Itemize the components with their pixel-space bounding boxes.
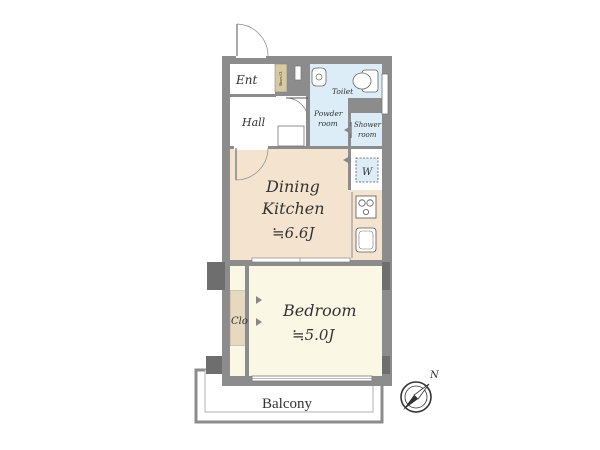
bedroom-area: ≒5.0J xyxy=(292,326,335,344)
vanity xyxy=(294,65,302,81)
bedroom-alcove xyxy=(230,266,248,290)
bedroom-floor xyxy=(248,266,382,376)
washer-area-door xyxy=(343,156,350,164)
bedroom-sliding-door xyxy=(251,257,351,263)
shoe-closet-label: Shoes Cl. xyxy=(278,71,283,86)
interior-walls xyxy=(230,64,382,376)
shower-room-floor xyxy=(350,112,382,146)
powder-room-floor xyxy=(310,98,350,146)
shower-room-label-1: Shower xyxy=(354,121,382,129)
powder-room-label-1: Powder xyxy=(313,109,343,118)
sink-fixture xyxy=(311,67,327,87)
compass-icon xyxy=(400,381,432,413)
bedroom-window xyxy=(251,375,373,382)
side-window xyxy=(381,73,389,115)
dining-kitchen-label-2: Kitchen xyxy=(261,199,325,218)
hall-label: Hall xyxy=(241,116,266,129)
shower-room-label-2: room xyxy=(358,131,377,139)
washer-label: W xyxy=(362,167,373,178)
shoe-closet xyxy=(274,63,288,93)
compass-north-label: N xyxy=(429,370,440,381)
dining-door xyxy=(234,145,269,181)
hall-storage xyxy=(277,125,305,147)
kitchen-sink-icon xyxy=(355,227,377,253)
bedroom-alcove-lower xyxy=(230,346,248,376)
washer-box xyxy=(355,157,379,183)
stove-icon xyxy=(355,195,377,219)
toilet-fixture xyxy=(352,69,379,93)
entrance-label: Ent xyxy=(235,73,257,87)
balcony-label: Balcony xyxy=(262,396,312,412)
entrance-door xyxy=(236,23,269,58)
entrance-floor xyxy=(230,64,275,94)
shower-door xyxy=(344,122,352,138)
dining-kitchen-label-1: Dining xyxy=(265,177,320,196)
toilet-label: Toilet xyxy=(332,87,354,96)
dining-kitchen-floor xyxy=(230,148,350,260)
dining-kitchen-area: ≒6.6J xyxy=(272,224,315,242)
closet-label: Clo xyxy=(231,316,248,327)
powder-room-door xyxy=(285,97,309,121)
powder-room-label-2: room xyxy=(318,119,338,128)
closet-door xyxy=(256,296,262,326)
bedroom-label: Bedroom xyxy=(282,301,357,320)
